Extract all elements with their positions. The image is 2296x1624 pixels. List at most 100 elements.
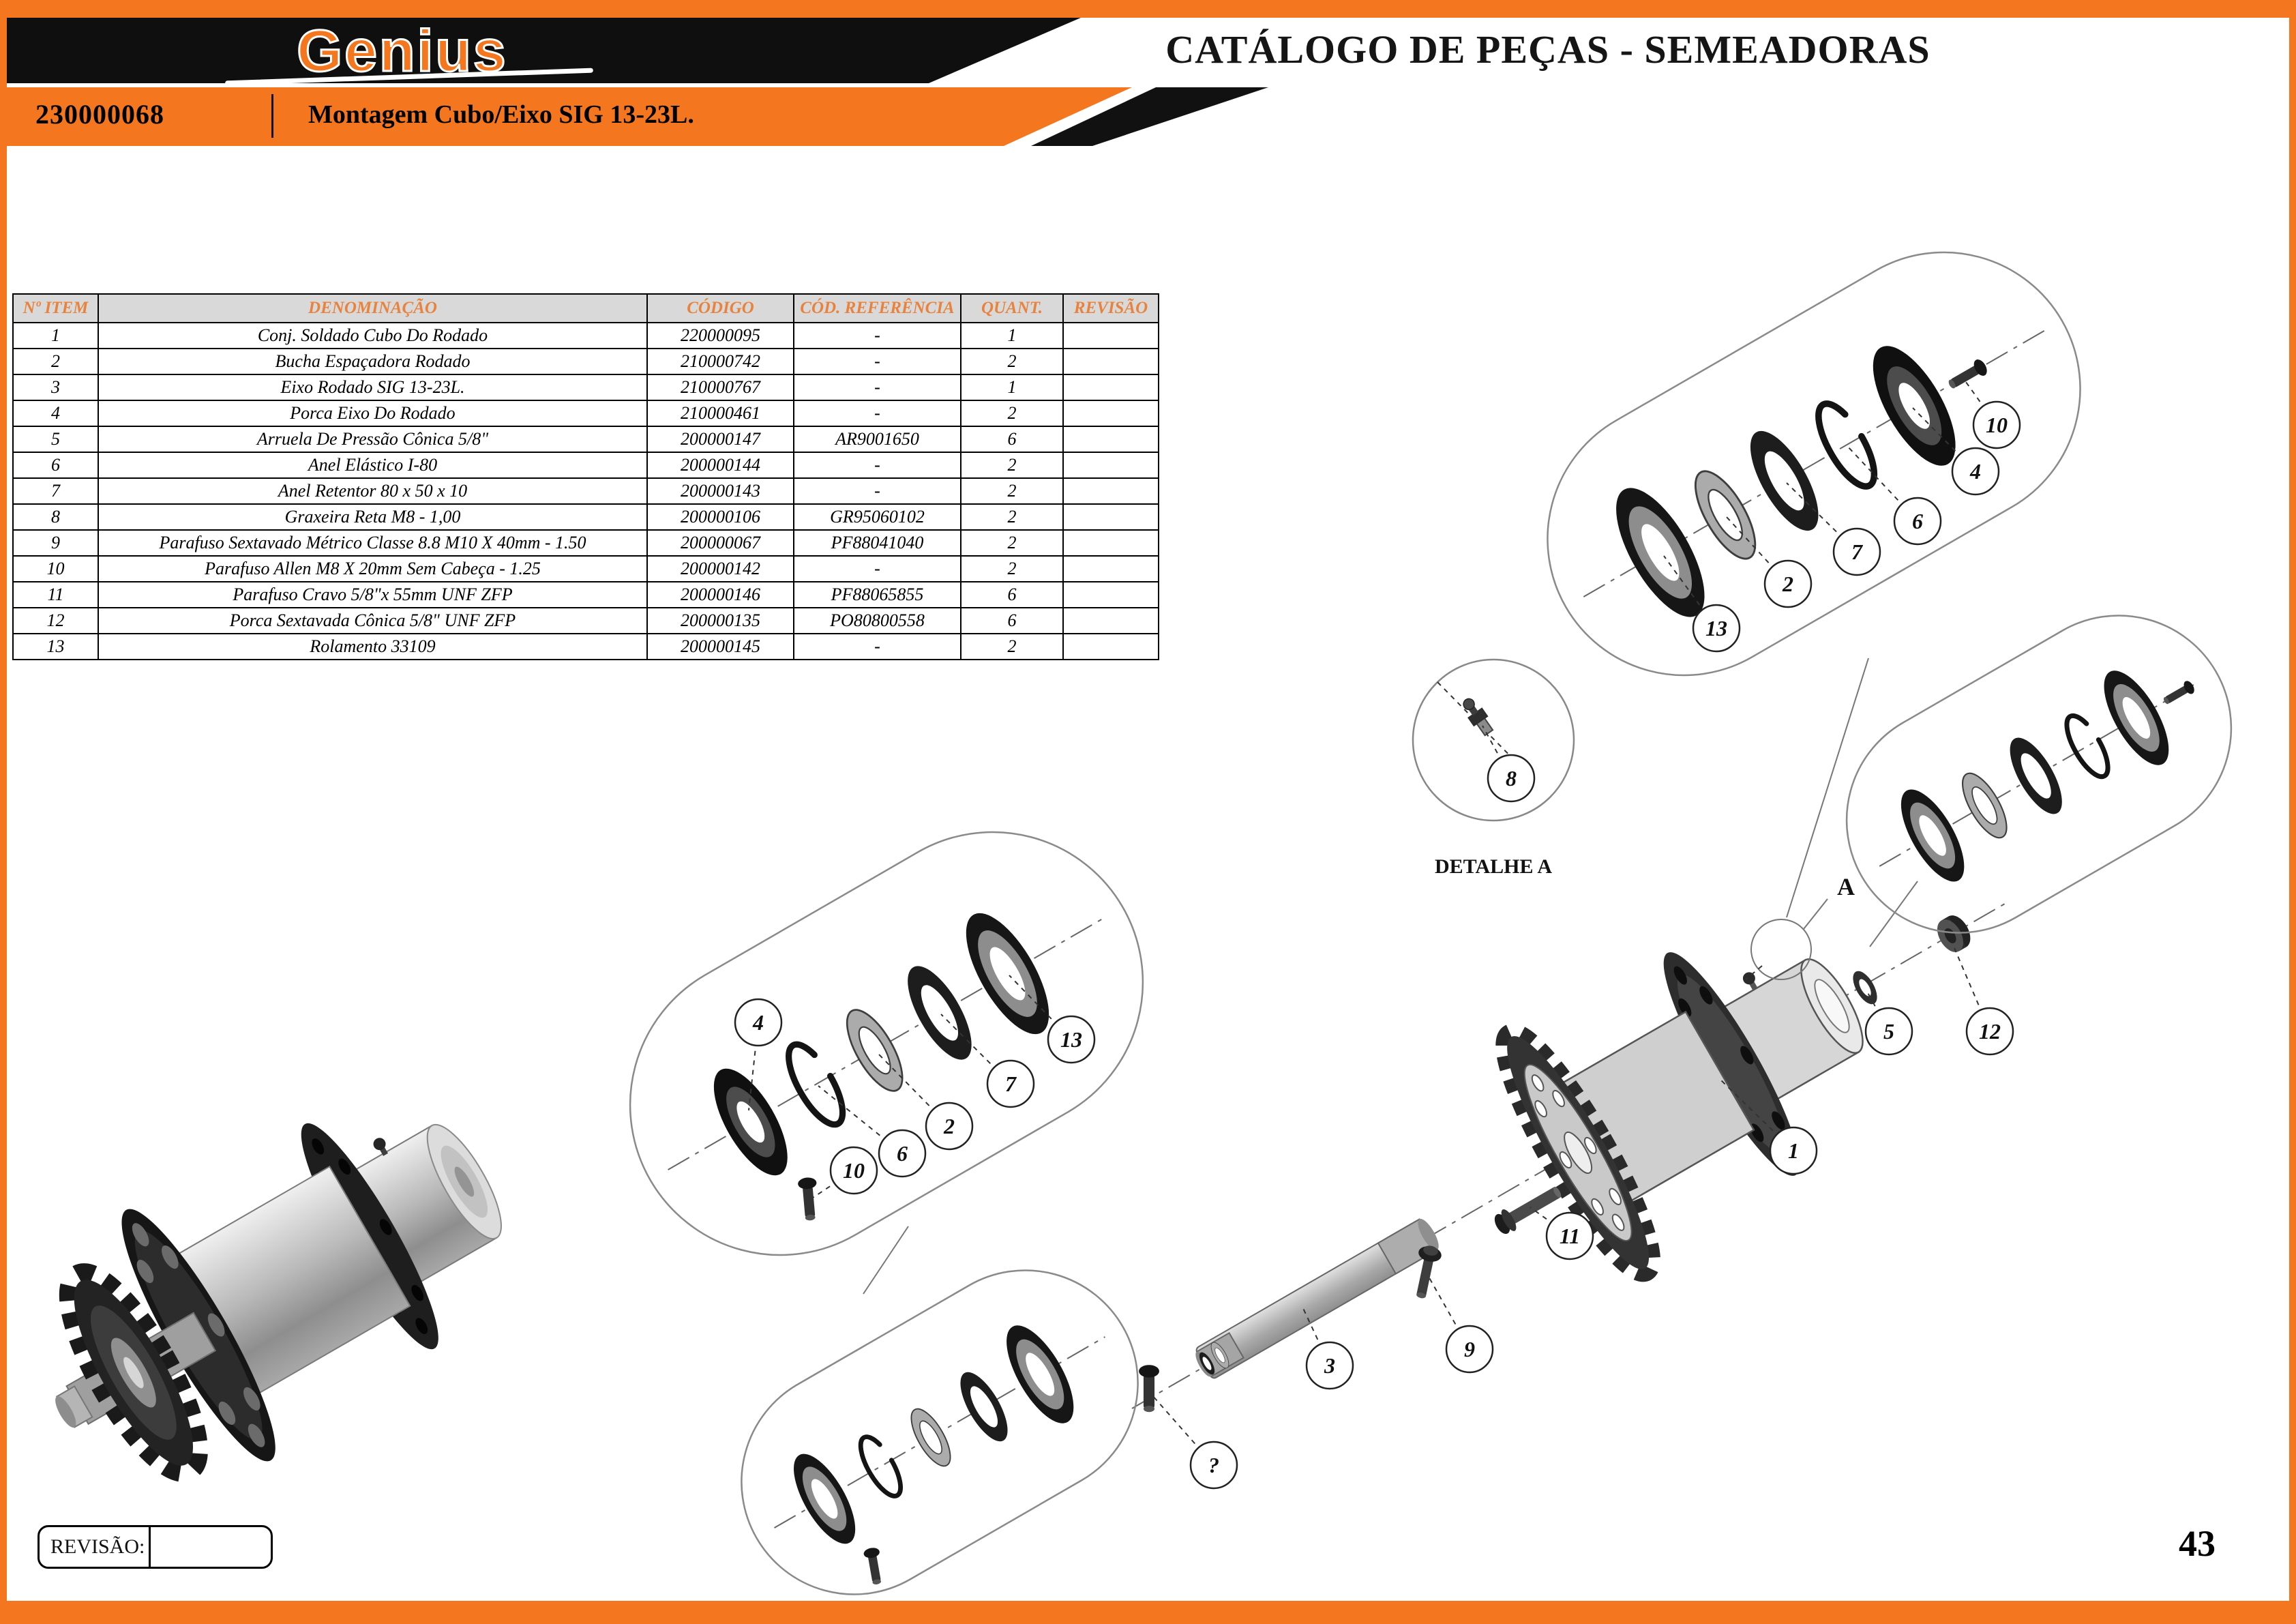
table-cell: - bbox=[793, 348, 961, 375]
assembly-name: Montagem Cubo/Eixo SIG 13-23L. bbox=[308, 100, 694, 129]
callout-7: 7 bbox=[940, 1014, 1035, 1108]
part-snap bbox=[2059, 710, 2115, 782]
wheel-stud bbox=[1494, 1186, 1562, 1235]
callout-label: 7 bbox=[1005, 1072, 1017, 1096]
callout-4: 4 bbox=[1912, 407, 2000, 496]
table-cell: 5 bbox=[12, 426, 99, 453]
exploded-group bbox=[1547, 251, 2081, 677]
part-gray bbox=[1953, 766, 2016, 845]
callout-balloon bbox=[1965, 1007, 2014, 1056]
table-cell bbox=[1062, 529, 1159, 557]
table-cell bbox=[1062, 322, 1159, 349]
callout-3: 3 bbox=[1302, 1306, 1354, 1390]
table-cell: 200000135 bbox=[646, 607, 794, 634]
part-screw bbox=[2160, 679, 2196, 708]
callout-10: 10 bbox=[1963, 379, 2021, 449]
detail-source-circle bbox=[1750, 919, 1812, 980]
callout-balloon bbox=[829, 1146, 878, 1195]
table-cell: 220000095 bbox=[646, 322, 794, 349]
table-cell: 200000146 bbox=[646, 581, 794, 608]
table-cell: 6 bbox=[12, 452, 99, 479]
callout-label: ? bbox=[1208, 1453, 1219, 1477]
table-cell: Anel Retentor 80 x 50 x 10 bbox=[98, 477, 648, 505]
callout-balloon bbox=[1305, 1341, 1354, 1390]
callout-label: 8 bbox=[1506, 766, 1517, 791]
grease-fitting bbox=[1742, 972, 1758, 990]
hex-bolt bbox=[1416, 1245, 1442, 1299]
callout-leader bbox=[940, 1014, 1011, 1084]
callout-balloon bbox=[1864, 1007, 1913, 1056]
callout-balloon bbox=[1189, 1441, 1238, 1490]
exploded-group bbox=[1845, 615, 2233, 934]
banner-divider bbox=[271, 94, 273, 138]
table-cell: 11 bbox=[12, 581, 99, 608]
table-cell: Eixo Rodado SIG 13-23L. bbox=[98, 374, 648, 401]
table-cell: 200000145 bbox=[646, 633, 794, 660]
table-cell: 2 bbox=[960, 633, 1064, 660]
callout-balloon bbox=[734, 998, 783, 1047]
part-screw bbox=[1945, 357, 1990, 394]
table-cell: 3 bbox=[12, 374, 99, 401]
group-boundary bbox=[1547, 251, 2081, 677]
table-cell: 210000767 bbox=[646, 374, 794, 401]
grease-fitting bbox=[373, 1138, 389, 1156]
part-gray bbox=[903, 1402, 959, 1473]
callout-10: 10 bbox=[808, 1146, 878, 1201]
assembly-code: 230000068 bbox=[35, 99, 164, 130]
callout-13: 13 bbox=[1663, 555, 1741, 653]
callout-leader bbox=[1530, 1207, 1570, 1237]
table-cell: Rolamento 33109 bbox=[98, 633, 648, 660]
callout-6: 6 bbox=[1847, 446, 1942, 546]
conical-nut bbox=[1937, 915, 1971, 952]
revision-label: REVISÃO: bbox=[50, 1535, 145, 1558]
table-cell: 2 bbox=[960, 477, 1064, 505]
table-cell: 12 bbox=[12, 607, 99, 634]
table-cell: 200000142 bbox=[646, 555, 794, 582]
table-cell: 4 bbox=[12, 400, 99, 427]
page-number: 43 bbox=[2179, 1523, 2216, 1564]
column-header: DENOMINAÇÃO bbox=[98, 293, 648, 323]
table-cell: PF88041040 bbox=[793, 529, 961, 557]
connector-line bbox=[1786, 658, 1869, 918]
detail-a-circle bbox=[1412, 658, 1575, 822]
brand-logo: Genius bbox=[177, 20, 627, 86]
part-snap bbox=[853, 1431, 908, 1501]
table-cell bbox=[1062, 607, 1159, 634]
part-seal bbox=[1999, 730, 2072, 822]
table-cell: Anel Elástico I-80 bbox=[98, 452, 648, 479]
callout-balloon bbox=[986, 1059, 1035, 1108]
detail-marker-leader bbox=[1803, 898, 1828, 930]
callout-balloon bbox=[1545, 1211, 1594, 1260]
table-cell: Conj. Soldado Cubo Do Rodado bbox=[98, 322, 648, 349]
callout-leader bbox=[1719, 1078, 1794, 1151]
table-cell: 2 bbox=[960, 555, 1064, 582]
sprocket bbox=[59, 1263, 208, 1482]
table-cell: 200000147 bbox=[646, 426, 794, 453]
part-bearing bbox=[781, 1445, 867, 1553]
callout-balloon bbox=[1951, 447, 2000, 496]
hub-assembly-render bbox=[55, 1123, 502, 1482]
callout-label: 11 bbox=[1560, 1224, 1580, 1248]
table-cell: 2 bbox=[960, 529, 1064, 557]
table-cell: 210000461 bbox=[646, 400, 794, 427]
callout-1: 1 bbox=[1719, 1078, 1818, 1175]
callout-balloon bbox=[1832, 527, 1881, 576]
column-header: CÓDIGO bbox=[646, 293, 794, 323]
callout-balloon bbox=[1763, 559, 1813, 608]
detail-a-label: DETALHE A bbox=[1435, 855, 1552, 878]
table-cell: 2 bbox=[960, 503, 1064, 531]
callout-leader bbox=[876, 1052, 950, 1127]
table-cell: 13 bbox=[12, 633, 99, 660]
callout-label: 3 bbox=[1324, 1353, 1335, 1378]
hub-assembly-exploded bbox=[1495, 952, 1864, 1282]
connector-line bbox=[863, 1226, 909, 1295]
page-border-left bbox=[0, 0, 7, 1624]
callout-9: 9 bbox=[1427, 1275, 1494, 1374]
